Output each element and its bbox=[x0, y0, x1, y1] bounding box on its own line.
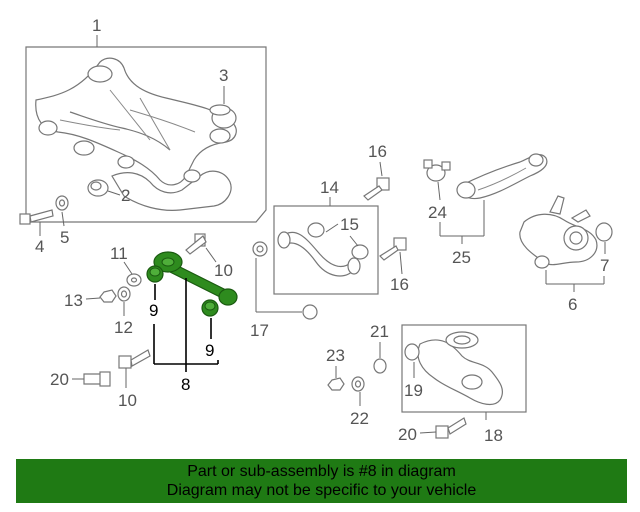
bolt-16-lower bbox=[379, 237, 407, 261]
bolt-4 bbox=[19, 209, 54, 225]
banner-line-2: Diagram may not be specific to your vehi… bbox=[166, 482, 477, 499]
info-banner: Part or sub-assembly is #8 in diagram Di… bbox=[16, 459, 627, 503]
callout-25: 25 bbox=[452, 248, 471, 267]
banner-line-1: Part or sub-assembly is #8 in diagram bbox=[187, 463, 456, 480]
callout-7: 7 bbox=[600, 256, 609, 275]
upper-arm-group bbox=[273, 205, 379, 295]
callout-9-right: 9 bbox=[205, 341, 214, 360]
callout-3: 3 bbox=[219, 66, 228, 85]
callout-17: 17 bbox=[250, 321, 269, 340]
callout-13: 13 bbox=[64, 291, 83, 310]
callout-11: 11 bbox=[110, 244, 128, 263]
callout-18: 18 bbox=[484, 426, 503, 445]
lower-arm-group bbox=[401, 324, 527, 413]
bolt-16-upper bbox=[363, 177, 390, 201]
washer-12 bbox=[117, 286, 131, 302]
bushing-2 bbox=[87, 179, 109, 197]
bushing-19 bbox=[404, 343, 420, 361]
callout-16-lower: 16 bbox=[390, 275, 409, 294]
callout-19: 19 bbox=[404, 381, 423, 400]
callout-8: 8 bbox=[181, 375, 190, 394]
lateral-arm-8 bbox=[153, 251, 238, 306]
callout-6: 6 bbox=[568, 295, 577, 314]
callout-20-right: 20 bbox=[398, 425, 417, 444]
washer-11 bbox=[126, 273, 142, 287]
callout-24: 24 bbox=[428, 203, 447, 222]
callout-9-left: 9 bbox=[149, 301, 158, 320]
callout-20-left: 20 bbox=[50, 370, 69, 389]
callout-2: 2 bbox=[121, 186, 130, 205]
callout-1: 1 bbox=[92, 16, 101, 35]
washer-5 bbox=[55, 195, 69, 211]
bolt-10-lower bbox=[118, 349, 151, 369]
callout-4: 4 bbox=[35, 237, 44, 256]
callout-21: 21 bbox=[370, 322, 389, 341]
bushing-7 bbox=[534, 222, 613, 269]
subframe-frame bbox=[25, 46, 267, 223]
nut-17 bbox=[252, 241, 268, 257]
bolt-20-right bbox=[435, 417, 467, 439]
parts-diagram: 1 3 2 4 5 9 9 8 bbox=[19, 16, 613, 445]
callout-12: 12 bbox=[114, 318, 133, 337]
callout-16-upper: 16 bbox=[368, 142, 387, 161]
callout-15: 15 bbox=[340, 215, 359, 234]
bolt-20-left bbox=[83, 371, 111, 387]
callout-6-bracket bbox=[545, 270, 605, 292]
washer-21 bbox=[373, 358, 387, 374]
bushing-9-left bbox=[146, 265, 164, 283]
bushing-9-right bbox=[201, 299, 219, 317]
knuckle-6 bbox=[519, 195, 598, 266]
stabilizer-link-24 bbox=[423, 159, 451, 182]
callout-23: 23 bbox=[326, 346, 345, 365]
lower-arm-frame bbox=[401, 324, 527, 413]
bushing-15 bbox=[307, 222, 369, 260]
nut-23 bbox=[327, 377, 345, 391]
callout-14: 14 bbox=[320, 178, 339, 197]
callout-10-lower: 10 bbox=[118, 391, 137, 410]
nut-17b bbox=[302, 304, 318, 320]
bolt-10-upper bbox=[185, 233, 207, 255]
callout-8-bracket bbox=[153, 278, 219, 372]
callout-22: 22 bbox=[350, 409, 369, 428]
washer-22 bbox=[351, 376, 365, 392]
subframe-crossmember bbox=[35, 57, 237, 211]
upper-arm-frame bbox=[273, 205, 379, 295]
bushing-3 bbox=[209, 104, 237, 129]
callout-25-bracket bbox=[439, 200, 485, 244]
callout-5: 5 bbox=[60, 228, 69, 247]
nut-13 bbox=[99, 289, 117, 303]
callout-10-upper: 10 bbox=[214, 261, 233, 280]
trailing-arm-25 bbox=[456, 153, 548, 200]
subframe-group bbox=[25, 46, 267, 223]
